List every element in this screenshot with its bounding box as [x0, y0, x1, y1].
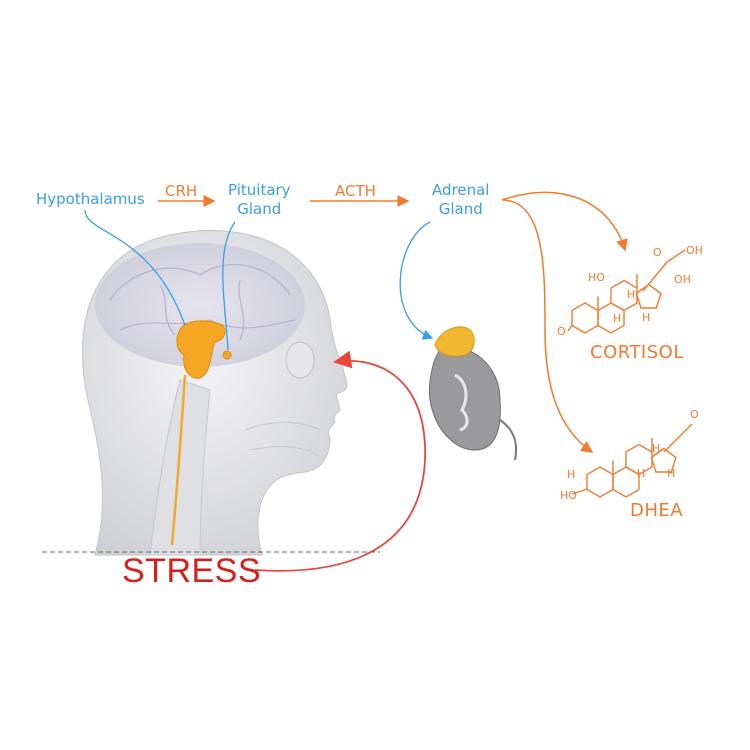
dhea-structure: [571, 423, 693, 498]
dhea-h14: H: [667, 467, 675, 480]
cortisol-h14: H: [642, 311, 650, 324]
cortisol-ketone-o: O: [557, 325, 566, 338]
jaw: [244, 422, 321, 456]
pituitary-line2: Gland: [237, 200, 282, 218]
pituitary-gland-label: Pituitary Gland: [228, 181, 291, 219]
hypothalamus-label: Hypothalamus: [36, 190, 145, 208]
ring-a: [571, 302, 599, 334]
dhea-h8: H: [652, 442, 660, 455]
dhea-ho3: HO: [560, 489, 577, 502]
dhea-o17: O: [690, 408, 699, 421]
hypothalamus-pituitary-glands: [176, 320, 232, 379]
hypothalamus-pointer: [84, 209, 186, 326]
spinal-cord: [170, 374, 187, 546]
brain: [95, 243, 305, 367]
cortisol-side-o: O: [653, 246, 662, 259]
adrenal-gland: [434, 326, 475, 357]
adrenal-gland-label: Adrenal Gland: [432, 181, 489, 219]
adrenal-line2: Gland: [438, 200, 483, 218]
side-chain-bond-2: [666, 249, 686, 263]
dhea-arrow: [501, 199, 594, 453]
cortisol-label: CORTISOL: [590, 342, 684, 363]
side-chain-bond: [642, 261, 668, 292]
stress-label: STRESS: [122, 552, 262, 590]
ketone-bond: [663, 423, 693, 453]
acth-label: ACTH: [335, 182, 376, 200]
cortisol-h8: H: [627, 288, 635, 301]
cortisol-structure: [567, 249, 686, 334]
head-illustration: [81, 230, 348, 556]
cortisol-11-ho: HO: [588, 271, 605, 284]
pituitary-pointer: [222, 221, 236, 351]
dhea-h3: H: [567, 468, 575, 481]
ring-d: [635, 283, 662, 309]
pituitary-line1: Pituitary: [228, 181, 291, 199]
crh-label: CRH: [165, 182, 198, 200]
ketone-bond: [567, 324, 573, 332]
dhea-h9: H: [637, 467, 645, 480]
adrenal-line1: Adrenal: [432, 181, 490, 199]
ring-d: [650, 447, 677, 473]
eye: [285, 341, 315, 379]
cortisol-side-oh: OH: [686, 244, 703, 257]
adrenal-pointer: [399, 221, 434, 340]
cortisol-arrow: [501, 191, 628, 252]
ring-a: [586, 466, 614, 498]
ho-bond: [571, 488, 588, 495]
cortisol-17-oh: OH: [674, 273, 691, 286]
dhea-label: DHEA: [630, 500, 684, 521]
stress-feedback-arrow: [254, 350, 426, 572]
cortisol-h9: H: [613, 312, 621, 325]
spine: [149, 379, 211, 556]
kidney-adrenal-illustration: [429, 326, 518, 461]
